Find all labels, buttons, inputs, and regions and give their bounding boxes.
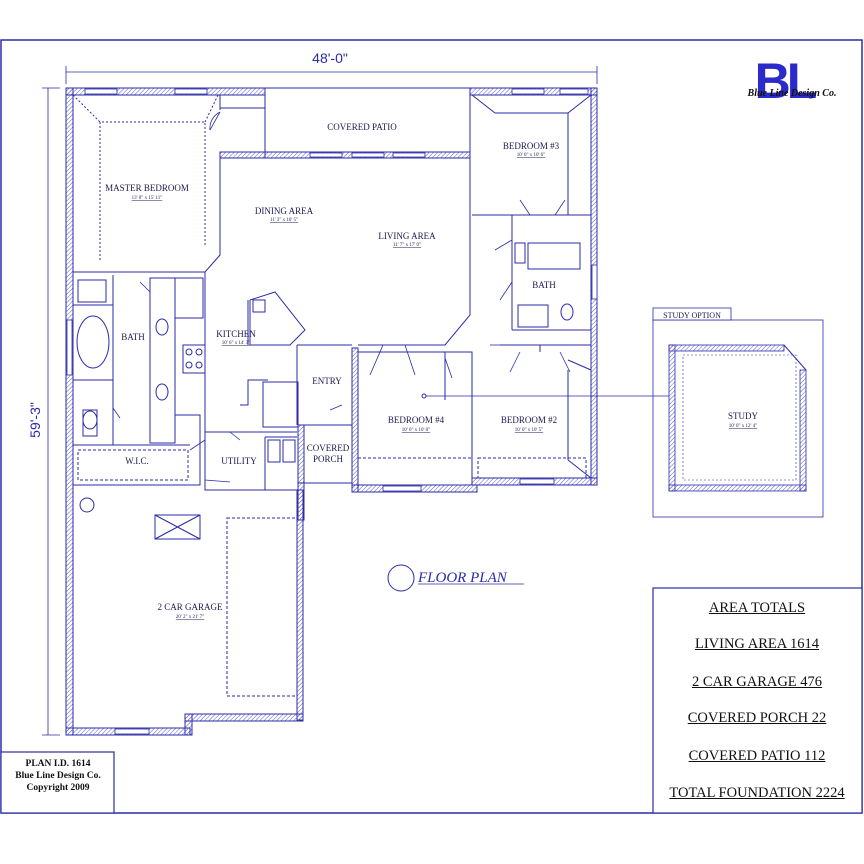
logo-name: Blue Line Design Co. — [747, 88, 837, 99]
bedroom3-label: BEDROOM #3 — [503, 141, 560, 151]
bedroom2-size: 10' 0" x 10' 5" — [515, 428, 543, 433]
dining-area-size: 11' 3" x 10' 5" — [270, 218, 298, 223]
kitchen-size: 10' 6" x 14' 3" — [222, 341, 250, 346]
plan-company: Blue Line Design Co. — [15, 771, 101, 781]
area-line-covered-patio: COVERED PATIO 112 — [688, 748, 826, 764]
plan-id: PLAN I.D. 1614 — [25, 759, 91, 769]
garage-size: 20' 2" x 21' 7" — [176, 615, 204, 620]
bedroom4-label: BEDROOM #4 — [388, 415, 445, 425]
study-size: 10' 0" x 12' 4" — [729, 424, 757, 429]
company-logo: BL Blue Line Design Co. — [747, 53, 837, 109]
width-dimension-label: 48'-0" — [312, 50, 348, 66]
study-option-tab: STUDY OPTION — [663, 311, 721, 320]
study-name: STUDY — [728, 411, 759, 421]
page-border — [0, 39, 863, 814]
depth-dimension — [42, 87, 60, 736]
covered-porch-label-line1: COVERED — [307, 443, 350, 453]
depth-dimension-label: 59'-3" — [27, 402, 43, 438]
entry-label: ENTRY — [312, 376, 342, 386]
plan-copyright: Copyright 2009 — [26, 783, 90, 793]
floor-plan-title: FLOOR PLAN — [387, 564, 524, 592]
master-bedroom-size: 13' 0" x 15' 11" — [132, 196, 163, 201]
dining-area-label: DINING AREA — [255, 206, 314, 216]
bedroom3-size: 10' 0" x 10' 6" — [517, 153, 545, 158]
door-swings — [112, 111, 571, 483]
living-area-label: LIVING AREA — [378, 231, 436, 241]
covered-porch-label-line2: PORCH — [313, 454, 344, 464]
logo-mark: BL — [755, 53, 816, 109]
bath-master-label: BATH — [121, 332, 145, 342]
study-option-drawing: STUDY OPTION STUDY 10' 0" x 12' 4" — [421, 307, 824, 518]
area-totals: AREA TOTALS LIVING AREA 1614 2 CAR GARAG… — [653, 588, 861, 812]
garage-label: 2 CAR GARAGE — [157, 602, 223, 612]
area-line-living: LIVING AREA 1614 — [694, 636, 820, 652]
master-bedroom-label: MASTER BEDROOM — [105, 183, 189, 193]
area-line-covered-porch: COVERED PORCH 22 — [687, 710, 827, 726]
covered-patio-label: COVERED PATIO — [327, 122, 397, 132]
living-area-size: 11' 7" x 17' 0" — [393, 243, 421, 248]
area-totals-frame — [652, 587, 863, 814]
bedroom4-size: 10' 0" x 10' 0" — [402, 428, 430, 433]
utility-label: UTILITY — [221, 456, 257, 466]
area-line-garage: 2 CAR GARAGE 476 — [691, 674, 823, 690]
area-totals-title: AREA TOTALS — [708, 600, 806, 616]
floor-plan-label: FLOOR PLAN — [417, 570, 508, 586]
room-labels: COVERED PATIO MASTER BEDROOM 13' 0" x 15… — [105, 122, 560, 620]
bedroom2-label: BEDROOM #2 — [501, 415, 557, 425]
wic-label: W.I.C. — [125, 456, 148, 466]
bath-secondary-label: BATH — [532, 280, 556, 290]
area-line-total-foundation: TOTAL FOUNDATION 2224 — [669, 785, 845, 801]
plan-info-frame — [0, 751, 115, 814]
interior-walls — [72, 87, 592, 697]
plan-info: PLAN I.D. 1614 Blue Line Design Co. Copy… — [2, 752, 114, 810]
kitchen-label: KITCHEN — [216, 329, 256, 339]
width-dimension — [65, 66, 598, 84]
windows — [66, 88, 598, 735]
